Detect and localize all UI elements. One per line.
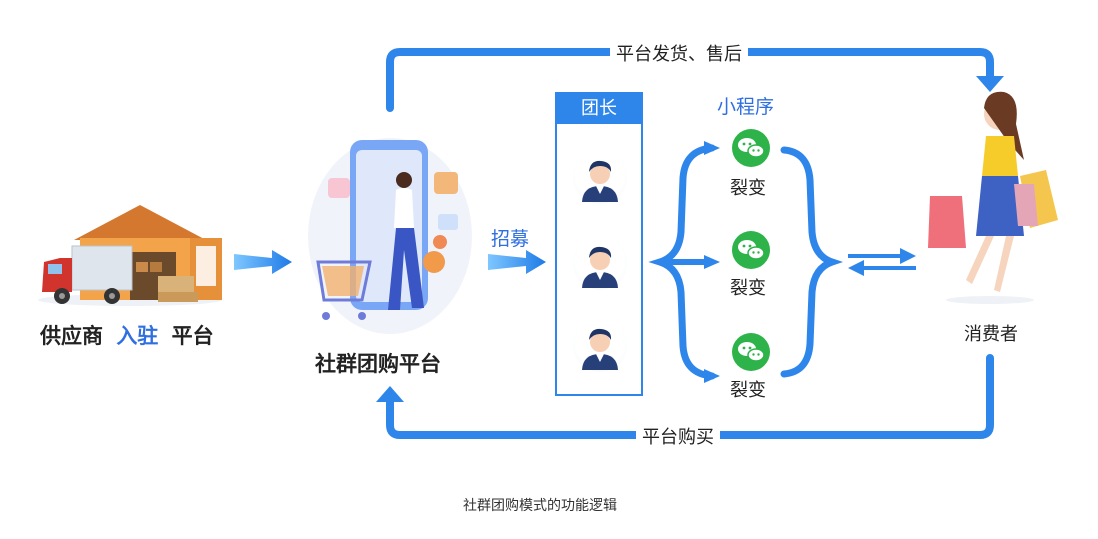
shopping-woman-phone-illustration	[308, 138, 472, 334]
mini-program-label: 小程序	[717, 96, 775, 118]
wechat-icon	[731, 332, 771, 376]
bottom-flow-arrowhead	[376, 386, 404, 402]
consumer-label: 消费者	[964, 324, 1018, 345]
two-way-arrow-from-consumer	[848, 260, 916, 276]
wechat-icon	[731, 230, 771, 274]
supplier-highlight: 入驻	[116, 324, 159, 348]
shopping-woman-illustration	[928, 91, 1058, 304]
wechat-icon	[731, 128, 771, 172]
fission-label: 裂变	[730, 178, 766, 199]
person-avatar-icon	[573, 150, 627, 204]
recruit-label: 招募	[491, 228, 530, 250]
bottom-flow-label: 平台购买	[636, 423, 720, 449]
two-way-arrow-to-consumer	[848, 248, 916, 264]
top-flow-arrowhead	[976, 76, 1004, 92]
fission-label: 裂变	[730, 278, 766, 299]
leader-panel: 团长	[555, 92, 643, 396]
supplier-suffix: 平台	[171, 324, 214, 348]
brace-arrow-middle	[704, 255, 720, 269]
right-brace	[780, 146, 844, 378]
supplier-prefix: 供应商	[40, 324, 103, 348]
supplier-label: 供应商 入驻 平台	[40, 320, 214, 350]
warehouse-truck-illustration	[38, 205, 222, 306]
brace-arrow-bottom	[704, 369, 720, 383]
person-avatar-icon	[573, 236, 627, 290]
top-flow-label: 平台发货、售后	[610, 40, 748, 66]
leader-header: 团长	[557, 94, 641, 124]
arrow-platform-to-leader	[488, 250, 546, 274]
person-avatar-icon	[573, 318, 627, 372]
figure-caption: 社群团购模式的功能逻辑	[463, 498, 617, 514]
left-brace	[648, 144, 716, 380]
fission-label: 裂变	[730, 380, 766, 401]
brace-arrow-top	[704, 141, 720, 155]
platform-label: 社群团购平台	[315, 352, 441, 376]
arrow-supplier-to-platform	[234, 250, 292, 274]
